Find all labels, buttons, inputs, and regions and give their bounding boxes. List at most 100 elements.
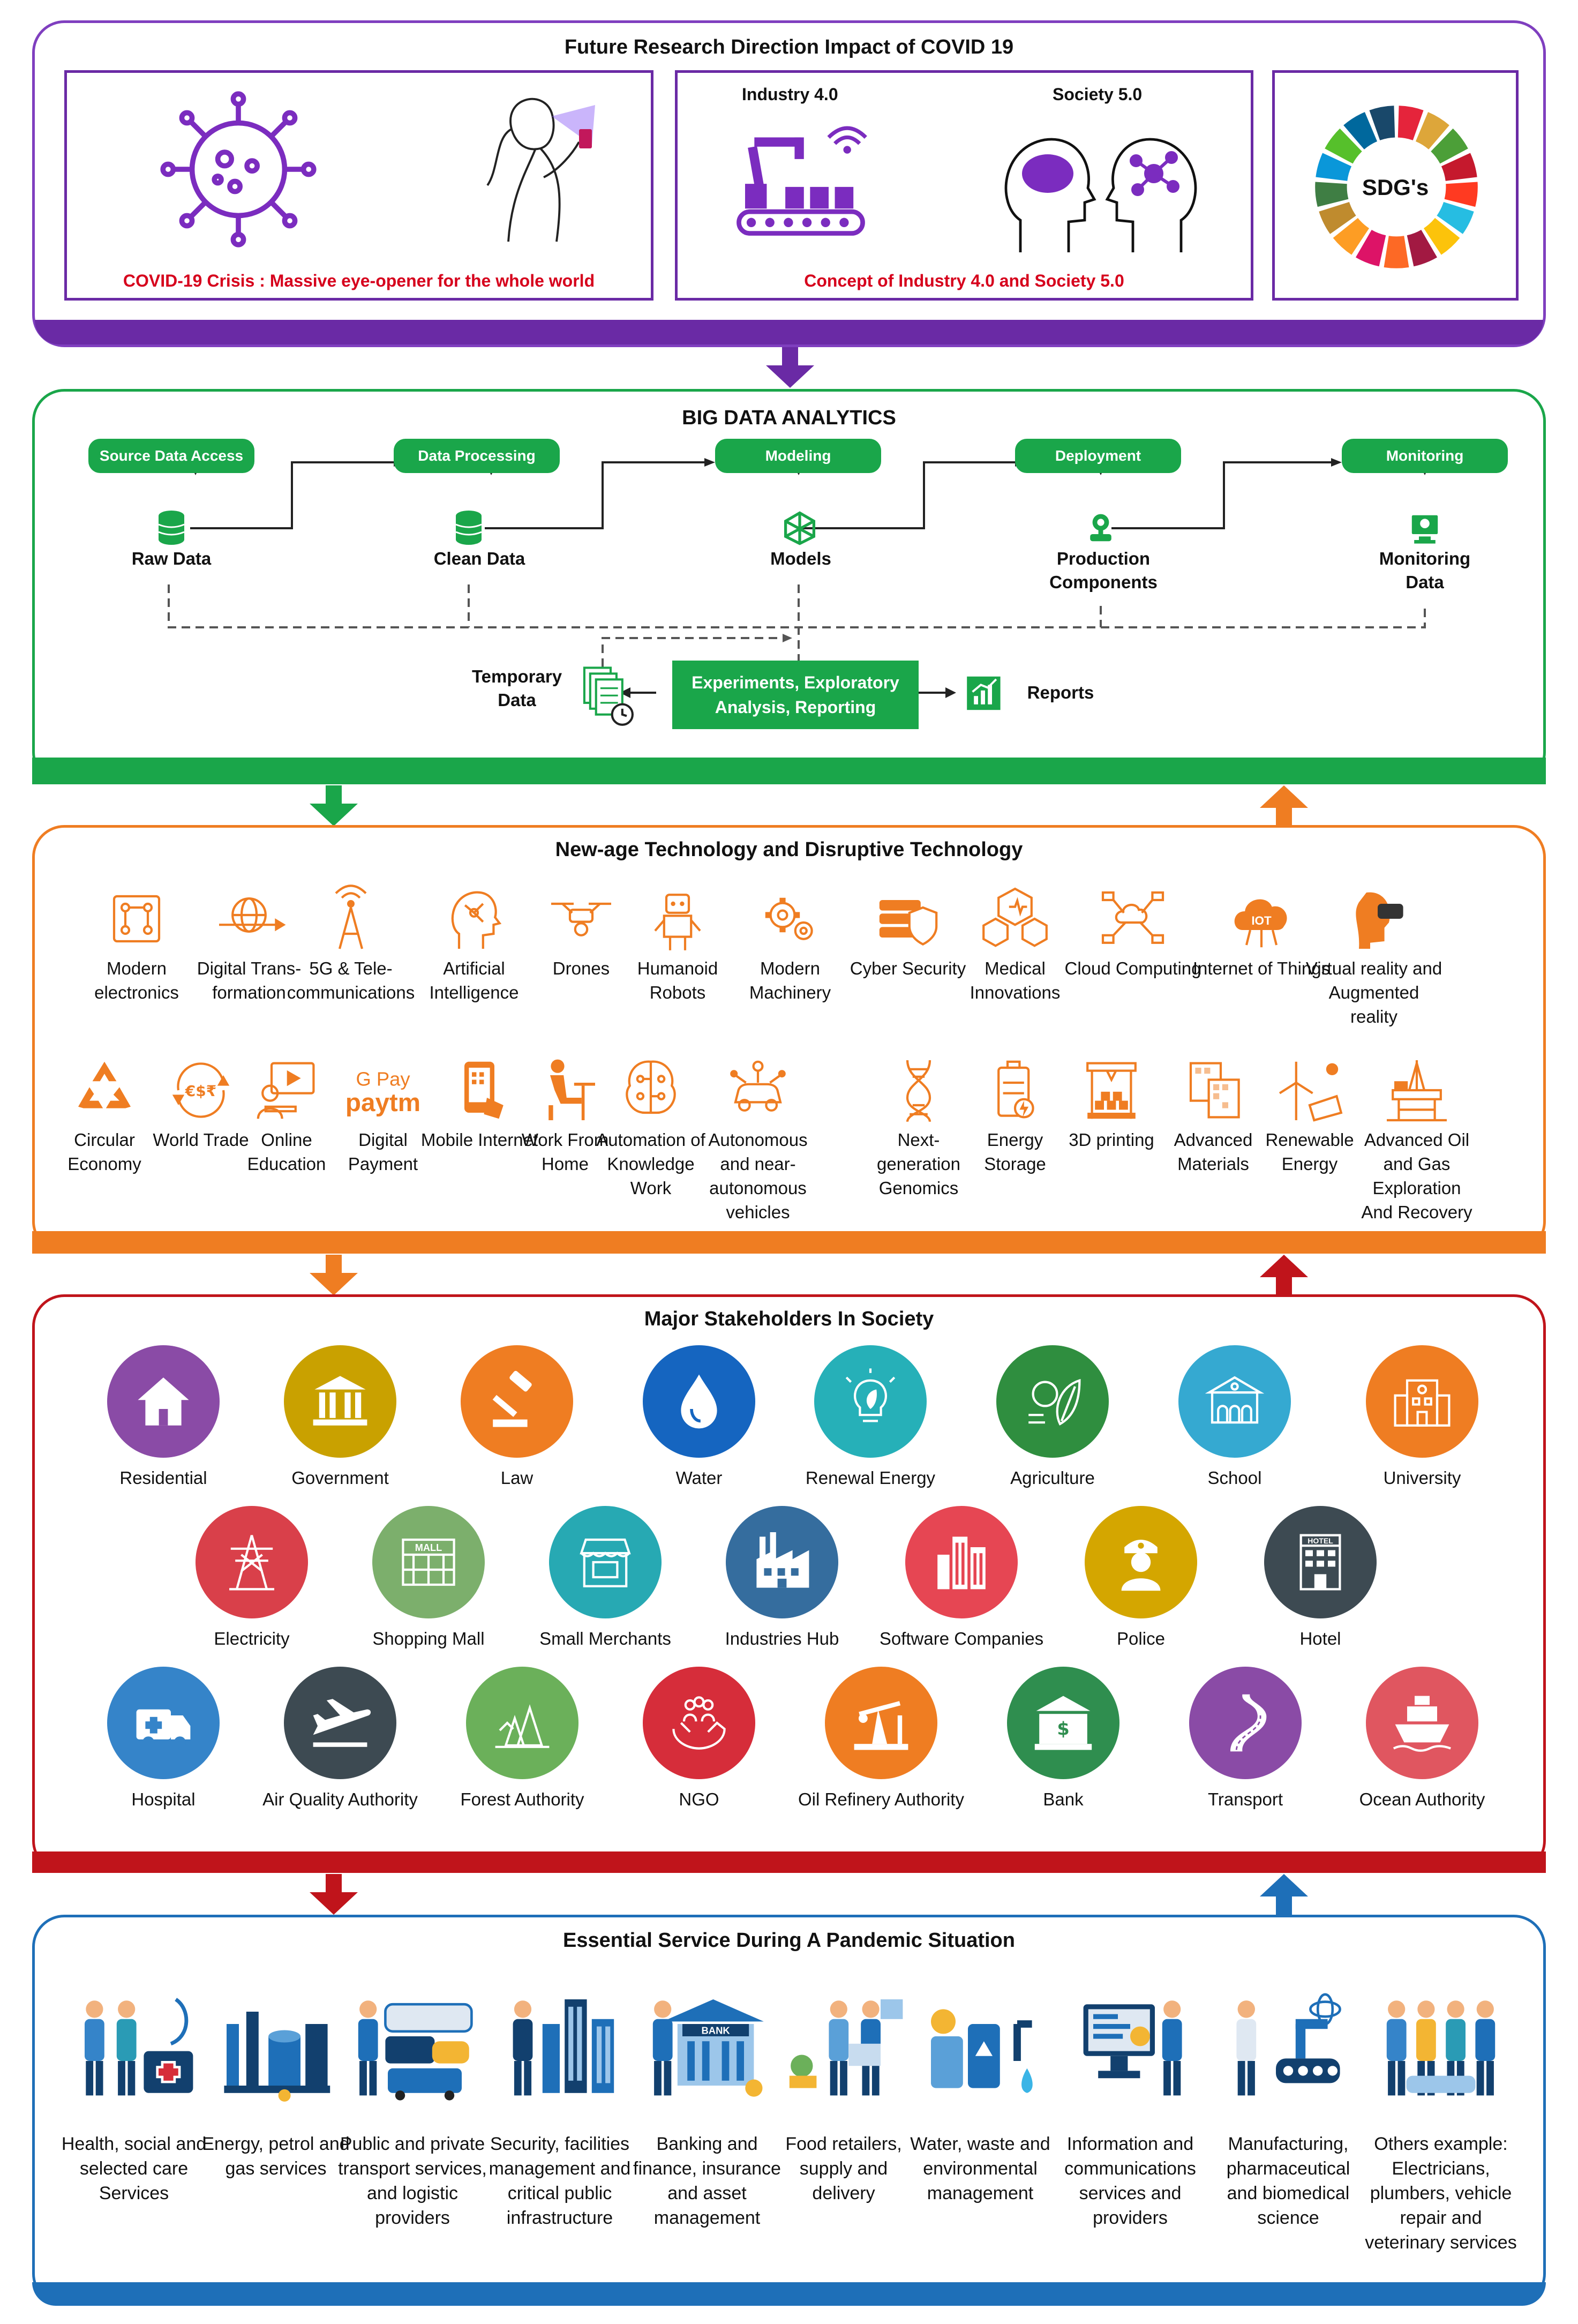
bank-icon: $	[1007, 1667, 1119, 1779]
stakeholder-item: Software Companies	[865, 1506, 1058, 1651]
database-icon	[158, 511, 185, 545]
tech-label: Advanced Materials	[1174, 1130, 1253, 1174]
step-source-data-access: Source Data Access	[88, 439, 254, 473]
stakeholder-label: Shopping Mall	[372, 1629, 485, 1648]
service-label: Others example: Electricians, plumbers, …	[1365, 2134, 1517, 2253]
factory-icon	[726, 1506, 838, 1618]
stakeholder-label: Bank	[1043, 1789, 1084, 1809]
svg-text:BANK: BANK	[702, 2025, 731, 2036]
mobile-icon	[420, 1053, 538, 1128]
tech-item: Drones	[512, 881, 651, 980]
panel-title: Major Stakeholders In Society	[644, 1308, 934, 1330]
monitoring-icon	[1411, 515, 1438, 544]
stakeholder-label: School	[1207, 1468, 1262, 1488]
industry-caption: Concept of Industry 4.0 and Society 5.0	[804, 271, 1124, 290]
pumpjack-icon	[825, 1667, 937, 1779]
tech-label: Cyber Security	[850, 958, 966, 978]
tech-item: Virtual reality and Augmented reality	[1304, 881, 1444, 1029]
covid-caption: COVID-19 Crisis : Massive eye-opener for…	[123, 271, 595, 290]
panel-big-data: BIG DATA ANALYTICS Source Data Access Da…	[32, 389, 1546, 784]
service-item: Health, social and selected care Service…	[56, 1987, 212, 2206]
banking-icon: BANK	[629, 1987, 785, 2110]
panel-bar	[32, 1851, 1546, 1873]
tech-label: Drones	[552, 958, 610, 978]
service-item: Manufacturing, pharmaceutical and biomed…	[1211, 1987, 1366, 2230]
society-label: Society 5.0	[1053, 85, 1143, 104]
globe-transform-icon	[179, 881, 319, 956]
stakeholder-item: Oil Refinery Authority	[785, 1667, 978, 1811]
tech-item: 3D printing	[1053, 1053, 1170, 1152]
road-icon	[1189, 1667, 1302, 1779]
stakeholder-label: Electricity	[214, 1629, 290, 1648]
water-drop-icon	[643, 1345, 755, 1458]
svg-text:paytm: paytm	[345, 1089, 420, 1117]
panel-new-age-technology: New-age Technology and Disruptive Techno…	[32, 825, 1546, 1254]
arrow-down-icon	[310, 1874, 358, 1915]
tech-item: Medical Innovations	[945, 881, 1085, 1004]
iot-cloud-icon: IOT	[1192, 881, 1331, 956]
university-icon	[1366, 1345, 1478, 1458]
oil-rig-icon	[1358, 1053, 1476, 1128]
tech-item: Modern Machinery	[720, 881, 860, 1004]
service-item: Water, waste and environmental managemen…	[903, 1987, 1058, 2206]
stakeholder-label: Police	[1117, 1629, 1165, 1648]
antenna-icon	[281, 881, 420, 956]
stakeholder-item: MALL Shopping Mall	[332, 1506, 525, 1651]
service-item: Information and communications services …	[1053, 1987, 1208, 2230]
tech-label: Virtual reality and Augmented reality	[1305, 958, 1442, 1026]
energy-plant-icon	[198, 1987, 354, 2110]
temporary-data-label: Temporary Data	[471, 666, 562, 710]
ambulance-icon	[107, 1667, 220, 1779]
svg-text:HOTEL: HOTEL	[1308, 1536, 1333, 1545]
virus-icon	[160, 91, 317, 248]
stakeholder-item: Police	[1045, 1506, 1237, 1651]
3d-printer-icon	[1053, 1053, 1170, 1128]
leaf-icon	[996, 1345, 1109, 1458]
currency-icon: €$₹	[142, 1053, 260, 1128]
panel-stakeholders: Major Stakeholders In Society Residentia…	[32, 1294, 1546, 1873]
stakeholder-label: Law	[500, 1468, 533, 1488]
model-cube-icon	[784, 511, 816, 545]
stakeholder-item: NGO	[603, 1667, 795, 1811]
step-modeling: Modeling	[715, 439, 881, 473]
ict-icon	[1053, 1987, 1208, 2110]
tech-item: Automation of Knowledge Work	[592, 1053, 710, 1200]
service-item: Public and private transport services, a…	[335, 1987, 490, 2230]
gavel-icon	[461, 1345, 573, 1458]
stakeholder-item: Hospital	[67, 1667, 260, 1811]
wind-solar-icon	[1251, 1053, 1369, 1128]
drone-icon	[512, 881, 651, 956]
service-item: Energy, petrol and gas services	[198, 1987, 354, 2181]
woman-phone-icon	[486, 98, 595, 242]
work-home-icon	[506, 1053, 624, 1128]
stakeholder-label: University	[1383, 1468, 1461, 1488]
tech-label: Automation of Knowledge Work	[596, 1130, 705, 1198]
stakeholder-item: Government	[244, 1345, 437, 1490]
tech-item: Advanced Oil and Gas Exploration And Rec…	[1358, 1053, 1476, 1224]
svg-text:MALL: MALL	[415, 1542, 442, 1553]
tech-label: Renewable Energy	[1265, 1130, 1354, 1174]
tech-item: Artificial Intelligence	[404, 881, 544, 1004]
stakeholder-item: $ Bank	[967, 1667, 1160, 1811]
tech-label: 5G & Tele-communications	[287, 958, 415, 1002]
panel-bar	[35, 320, 1543, 344]
school-icon	[1178, 1345, 1291, 1458]
tech-item: Cloud Computing	[1063, 881, 1203, 980]
stakeholder-label: Air Quality Authority	[262, 1789, 418, 1809]
svg-text:G Pay: G Pay	[356, 1068, 410, 1090]
panel-title: Essential Service During A Pandemic Situ…	[563, 1929, 1015, 1952]
police-icon	[1085, 1506, 1197, 1618]
stakeholder-item: Law	[420, 1345, 613, 1490]
step-monitoring: Monitoring	[1342, 439, 1508, 473]
tech-label: Internet of Things	[1192, 958, 1331, 978]
industry-society-box: Industry 4.0 Society 5.0	[675, 70, 1253, 301]
svg-text:€$₹: €$₹	[185, 1082, 216, 1100]
tech-item: €$₹World Trade	[142, 1053, 260, 1152]
recycle-icon	[46, 1053, 163, 1128]
service-label: Water, waste and environmental managemen…	[910, 2134, 1050, 2203]
tech-item: Next-generation Genomics	[860, 1053, 978, 1200]
online-education-icon	[228, 1053, 345, 1128]
stakeholder-label: Hotel	[1299, 1629, 1341, 1648]
